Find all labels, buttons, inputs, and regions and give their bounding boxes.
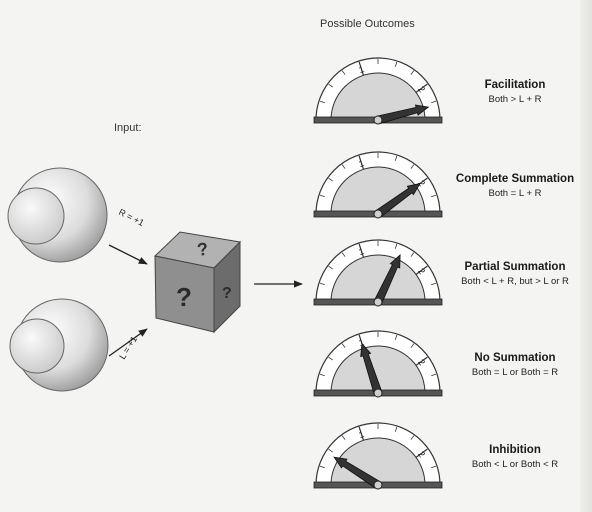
outcome-gauges: 012012012012012 [313, 57, 443, 490]
gauge-tick [341, 343, 346, 348]
gauge-icon: 012 [313, 57, 443, 125]
page-edge-shadow [580, 0, 592, 512]
needle-icon [376, 104, 430, 125]
gauge-tick-label: 2 [416, 84, 427, 94]
outcome-name: Inhibition [489, 444, 541, 456]
cube-front-question: ? [176, 282, 192, 312]
gauge-tick [431, 373, 437, 377]
needle-icon [375, 182, 421, 218]
right-arrow-label: R = +1 [117, 207, 146, 228]
gauge-tick [328, 83, 333, 88]
gauge-tick [319, 373, 325, 377]
gauge-tick [394, 243, 398, 249]
gauge-tick-label: 1 [357, 158, 365, 169]
cube-side-question: ? [222, 285, 232, 302]
gauge-tick [358, 243, 365, 258]
outcome-relation: Both = L + R [488, 188, 542, 199]
gauge-tick-label: 1 [357, 246, 365, 257]
gauge-tick [328, 356, 333, 361]
outcome-name: Complete Summation [455, 173, 575, 185]
gauge-tick [319, 282, 325, 286]
gauge-tick [410, 252, 415, 257]
needle-icon [360, 342, 383, 395]
gauge-pivot [373, 297, 383, 307]
gauge-tick [341, 70, 346, 75]
gauge-tick-label: 2 [416, 449, 427, 459]
input-label: Input: [114, 122, 142, 134]
gauge-icon: 012 [313, 330, 443, 398]
mystery-cube-icon: ? ? ? [153, 231, 242, 334]
gauge-tick [431, 465, 437, 469]
gauge-icon: 012 [313, 422, 443, 490]
gauge-tick [341, 435, 346, 440]
gauge-pivot [373, 388, 383, 398]
gauge-tick [319, 194, 325, 198]
cube-top-question: ? [196, 239, 210, 260]
outcome-relation: Both = L or Both = R [471, 367, 559, 378]
gauge-tick [410, 164, 415, 169]
gauge-tick [410, 70, 415, 75]
gauge-tick [394, 426, 398, 432]
outcome-name: No Summation [474, 352, 556, 364]
gauge-tick [410, 435, 415, 440]
gauge-tick [431, 100, 437, 104]
gauge-tick [319, 100, 325, 104]
outcome-name: Partial Summation [464, 261, 566, 273]
gauge-pivot [373, 480, 383, 490]
possible-outcomes-title: Possible Outcomes [320, 18, 415, 30]
gauge-tick [394, 334, 398, 340]
gauge-tick [328, 448, 333, 453]
gauge-tick [431, 194, 437, 198]
gauge-tick [415, 265, 428, 275]
gauge-tick [341, 164, 346, 169]
left-eye-sphere-icon [9, 298, 109, 392]
needle-icon [333, 456, 381, 489]
needle-icon [373, 254, 401, 305]
gauge-tick [341, 252, 346, 257]
gauge-tick-label: 1 [357, 64, 365, 75]
gauge-tick [410, 343, 415, 348]
gauge-tick [431, 282, 437, 286]
gauge-tick [358, 426, 365, 441]
gauge-tick [415, 448, 428, 458]
gauge-icon: 012 [313, 239, 443, 307]
gauge-tick [394, 61, 398, 67]
outcome-relation: Both < L or Both < R [471, 459, 559, 470]
gauge-tick-label: 1 [357, 429, 365, 440]
gauge-pivot [373, 115, 383, 125]
gauge-tick [319, 465, 325, 469]
gauge-tick [328, 265, 333, 270]
gauge-tick [415, 83, 428, 93]
right-input-arrow-icon [108, 244, 148, 265]
gauge-tick-label: 1 [357, 337, 365, 348]
outcome-relation: Both > L + R [488, 94, 542, 105]
gauge-icon: 012 [313, 151, 443, 219]
gauge-tick [394, 155, 398, 161]
gauge-tick-label: 2 [416, 266, 427, 276]
gauge-tick [415, 356, 428, 366]
gauge-tick-label: 2 [416, 178, 427, 188]
gauge-tick [358, 155, 365, 170]
right-eye-sphere-icon [7, 167, 108, 263]
outcome-relation: Both < L + R, but > L or R [461, 276, 569, 287]
gauge-tick [358, 61, 365, 76]
gauge-tick-label: 2 [416, 357, 427, 367]
left-input-arrow-icon [108, 328, 148, 357]
outcome-name: Facilitation [484, 79, 546, 91]
gauge-pivot [373, 209, 383, 219]
gauge-tick [328, 177, 333, 182]
